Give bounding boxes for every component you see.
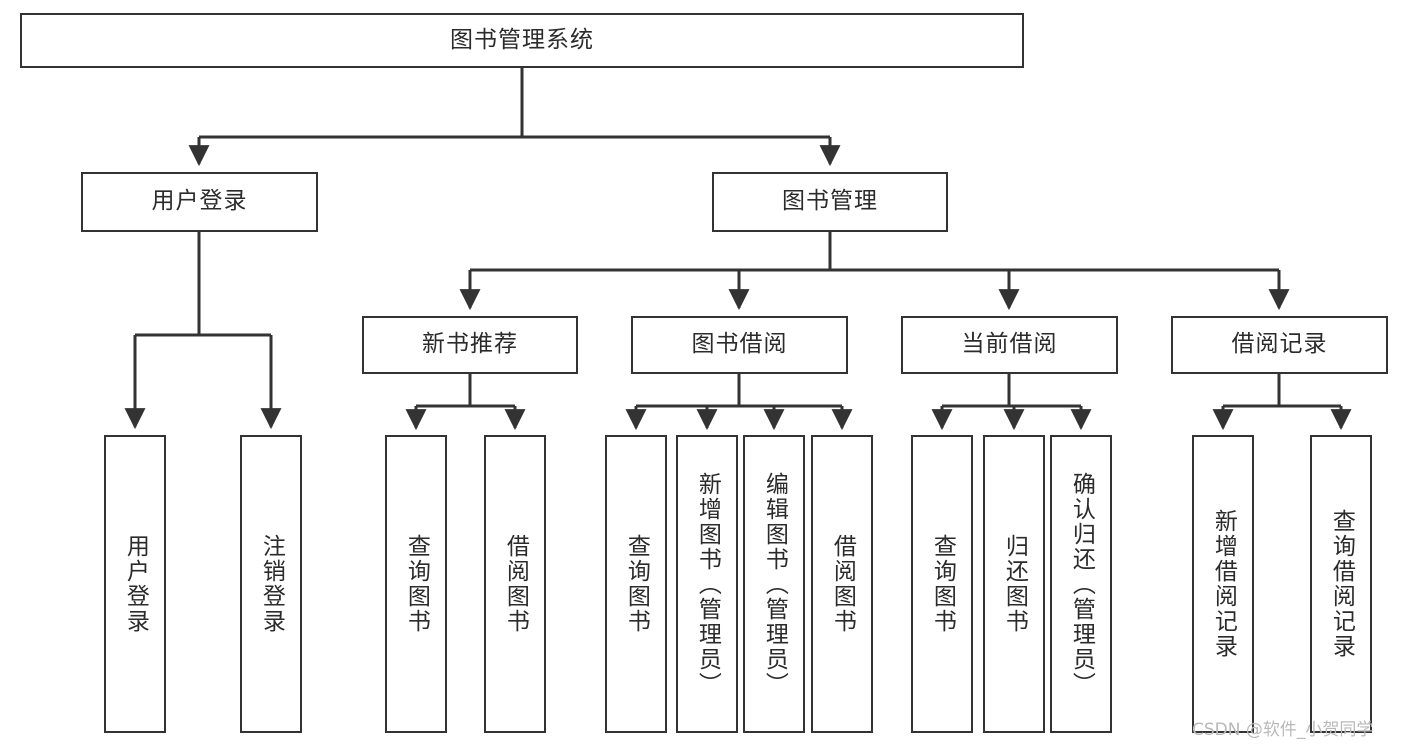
- leaf-return-book-label: 归还图书: [1001, 534, 1028, 634]
- leaf-query-book[interactable]: 查询图书: [605, 435, 667, 733]
- node-book-borrow[interactable]: 图书借阅: [631, 316, 848, 374]
- leaf-query-book-new[interactable]: 查询图书: [385, 435, 447, 733]
- leaf-user-login[interactable]: 用户登录: [104, 435, 166, 733]
- leaf-add-borrow-record-label: 新增借阅记录: [1210, 509, 1237, 659]
- node-root[interactable]: 图书管理系统: [20, 13, 1024, 68]
- node-root-label: 图书管理系统: [450, 26, 594, 53]
- leaf-logout[interactable]: 注销登录: [240, 435, 302, 733]
- node-new-book-recommend-label: 新书推荐: [422, 331, 518, 358]
- node-borrow-record-label: 借阅记录: [1231, 331, 1328, 358]
- node-new-book-recommend[interactable]: 新书推荐: [362, 316, 578, 374]
- leaf-edit-book-admin-label: 编辑图书（管理员）: [761, 471, 788, 697]
- node-user-login-label: 用户登录: [151, 188, 248, 215]
- leaf-confirm-return-admin-label: 确认归还（管理员）: [1068, 471, 1095, 697]
- node-book-management-label: 图书管理: [782, 188, 878, 215]
- node-book-management[interactable]: 图书管理: [712, 172, 948, 232]
- leaf-add-book-admin[interactable]: 新增图书（管理员）: [676, 435, 738, 733]
- leaf-query-borrow-record-label: 查询借阅记录: [1328, 509, 1355, 659]
- leaf-logout-label: 注销登录: [258, 534, 285, 634]
- node-current-borrow[interactable]: 当前借阅: [901, 316, 1118, 374]
- node-borrow-record[interactable]: 借阅记录: [1171, 316, 1388, 374]
- leaf-add-borrow-record[interactable]: 新增借阅记录: [1192, 435, 1254, 733]
- leaf-user-login-label: 用户登录: [122, 534, 149, 634]
- leaf-edit-book-admin[interactable]: 编辑图书（管理员）: [743, 435, 805, 733]
- leaf-query-book-current[interactable]: 查询图书: [911, 435, 973, 733]
- leaf-query-borrow-record[interactable]: 查询借阅记录: [1310, 435, 1372, 733]
- leaf-confirm-return-admin[interactable]: 确认归还（管理员）: [1050, 435, 1112, 733]
- leaf-query-book-current-label: 查询图书: [929, 534, 956, 634]
- leaf-add-book-admin-label: 新增图书（管理员）: [694, 471, 721, 697]
- node-current-borrow-label: 当前借阅: [961, 331, 1058, 358]
- leaf-borrow-book-new[interactable]: 借阅图书: [484, 435, 546, 733]
- node-book-borrow-label: 图书借阅: [691, 331, 788, 358]
- leaf-borrow-book[interactable]: 借阅图书: [811, 435, 873, 733]
- leaf-return-book[interactable]: 归还图书: [983, 435, 1045, 733]
- leaf-borrow-book-new-label: 借阅图书: [502, 534, 529, 634]
- leaf-borrow-book-label: 借阅图书: [829, 534, 856, 634]
- leaf-query-book-label: 查询图书: [623, 534, 650, 634]
- leaf-query-book-new-label: 查询图书: [403, 534, 430, 634]
- node-user-login[interactable]: 用户登录: [81, 172, 318, 232]
